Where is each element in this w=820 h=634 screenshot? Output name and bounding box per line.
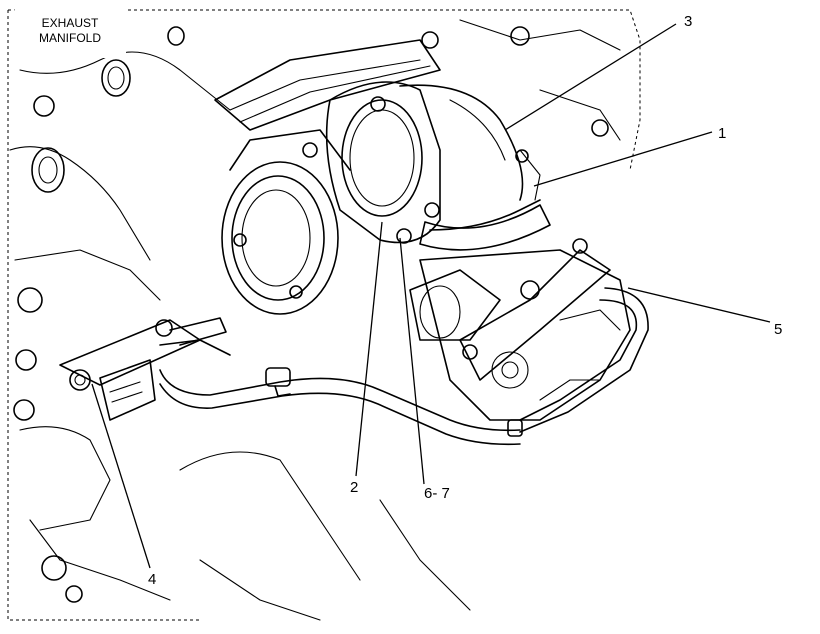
leader-67 [399, 237, 425, 485]
leader-4 [91, 383, 151, 569]
leader-2 [355, 221, 383, 477]
v-band-clamp [419, 149, 551, 251]
exhaust-manifold-label: EXHAUST MANIFOLD [14, 8, 126, 58]
callout-1: 1 [718, 125, 726, 142]
turbo-housing [221, 129, 351, 315]
callout-4: 4 [148, 571, 156, 588]
leader-3 [504, 23, 677, 131]
exhaust-label-line1: EXHAUST [41, 16, 99, 30]
exhaust-elbow [399, 84, 541, 231]
callout-6-7: 6- 7 [424, 485, 450, 502]
sensor-bracket [59, 317, 231, 421]
leader-lines [91, 23, 771, 569]
exhaust-label-line2: MANIFOLD [38, 31, 101, 45]
callout-2: 2 [350, 479, 358, 496]
wiring-harness [159, 287, 649, 446]
leader-5 [627, 287, 771, 323]
callout-3: 3 [684, 13, 692, 30]
actuator-body [409, 238, 631, 421]
callout-numbers: 3 1 5 2 6- 7 4 [148, 13, 782, 588]
callout-5: 5 [774, 321, 782, 338]
block-bolts [13, 26, 609, 603]
manifold-plate [214, 39, 441, 131]
leader-1 [533, 131, 713, 187]
outlet-flange [325, 81, 441, 244]
